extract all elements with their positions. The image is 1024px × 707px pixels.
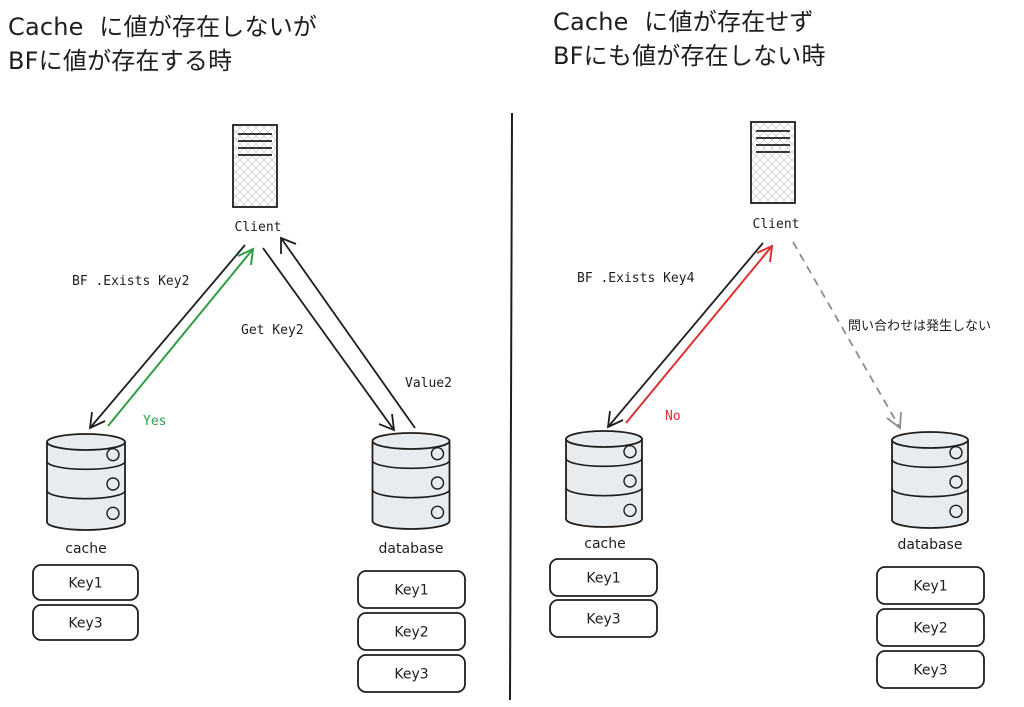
left-cache-cylinder-icon xyxy=(46,433,126,531)
key-label: Key1 xyxy=(913,579,947,595)
right-panel: Client BF .Exists Key4 No 問い合わせは発生しない ca… xyxy=(549,121,991,689)
left-panel-title: Cache に値が存在しないが BFに値が存在する時 xyxy=(8,10,317,78)
key-item: Key3 xyxy=(357,654,466,693)
key-label: Key3 xyxy=(68,616,102,632)
key-label: Key1 xyxy=(68,576,102,592)
cylinder-indicator-icon xyxy=(106,506,120,521)
panel-divider xyxy=(509,112,513,701)
key-label: Key2 xyxy=(913,621,947,637)
key-item: Key1 xyxy=(357,570,466,609)
key-item: Key3 xyxy=(549,599,658,638)
key-box xyxy=(876,608,985,647)
key-label: Key3 xyxy=(913,663,947,679)
cylinder-indicator-icon xyxy=(623,474,637,488)
cylinder-indicator-icon xyxy=(430,476,445,490)
key-item: Key2 xyxy=(876,608,985,647)
key-box xyxy=(876,566,985,605)
left-bf-response-arrow xyxy=(107,247,255,427)
key-box xyxy=(549,558,658,597)
right-bf-response-arrow xyxy=(625,244,774,424)
left-title-line-1: Cache に値が存在しないが xyxy=(8,13,318,41)
left-bf-response-label: Yes xyxy=(143,414,166,429)
right-db-dashed-arrow xyxy=(792,241,902,430)
key-item: Key2 xyxy=(357,612,466,651)
left-database-label: database xyxy=(379,541,444,557)
key-item: Key1 xyxy=(549,558,658,597)
left-client-icon xyxy=(232,124,278,208)
right-bf-request-label: BF .Exists Key4 xyxy=(577,271,695,286)
left-bf-request-arrow xyxy=(88,244,246,430)
right-cache-cylinder-icon xyxy=(565,430,643,528)
right-bf-response-label: No xyxy=(665,409,681,424)
right-database-label: database xyxy=(898,537,963,553)
key-label: Key2 xyxy=(394,625,428,641)
key-box xyxy=(549,599,658,638)
right-title-line-1: Cache に値が存在せず xyxy=(553,8,814,36)
left-db-response-arrow xyxy=(280,236,416,429)
right-cache-label: cache xyxy=(584,536,625,552)
key-item: Key3 xyxy=(32,604,139,641)
key-box xyxy=(32,604,139,641)
key-box xyxy=(876,650,985,689)
key-label: Key1 xyxy=(394,583,428,599)
left-db-request-arrow xyxy=(262,247,396,432)
key-label: Key3 xyxy=(394,667,428,683)
right-title-line-2: BFにも値が存在しない時 xyxy=(553,42,826,70)
key-box xyxy=(357,654,466,693)
key-item: Key3 xyxy=(876,650,985,689)
left-cache-label: cache xyxy=(65,541,106,557)
cylinder-indicator-icon xyxy=(623,444,637,459)
key-item: Key1 xyxy=(32,564,139,601)
key-box xyxy=(357,570,466,609)
key-label: Key1 xyxy=(586,571,620,587)
key-label: Key3 xyxy=(586,612,620,628)
left-database-cylinder-icon xyxy=(371,432,451,530)
left-client-label: Client xyxy=(235,220,282,235)
left-title-line-2: BFに値が存在する時 xyxy=(8,47,233,75)
left-db-response-label: Value2 xyxy=(405,376,452,391)
right-bf-request-arrow xyxy=(606,242,764,429)
key-box xyxy=(32,564,139,601)
cylinder-indicator-icon xyxy=(949,445,963,460)
right-panel-title: Cache に値が存在せず BFにも値が存在しない時 xyxy=(553,5,826,73)
cylinder-indicator-icon xyxy=(623,503,637,518)
left-bf-request-label: BF .Exists Key2 xyxy=(72,274,189,289)
right-client-icon xyxy=(750,121,796,204)
key-box xyxy=(357,612,466,651)
cylinder-indicator-icon xyxy=(106,477,120,491)
right-database-cylinder-icon xyxy=(891,431,969,529)
key-item: Key1 xyxy=(876,566,985,605)
left-db-request-label: Get Key2 xyxy=(241,323,304,338)
right-client-label: Client xyxy=(753,217,800,232)
cylinder-indicator-icon xyxy=(949,475,963,489)
left-panel: Client BF .Exists Key2 Yes Get Key2 Valu… xyxy=(32,124,466,693)
cylinder-indicator-icon xyxy=(430,505,445,520)
cylinder-indicator-icon xyxy=(949,504,963,519)
cylinder-indicator-icon xyxy=(430,446,445,461)
cylinder-indicator-icon xyxy=(106,447,120,462)
right-no-query-label: 問い合わせは発生しない xyxy=(848,319,991,334)
